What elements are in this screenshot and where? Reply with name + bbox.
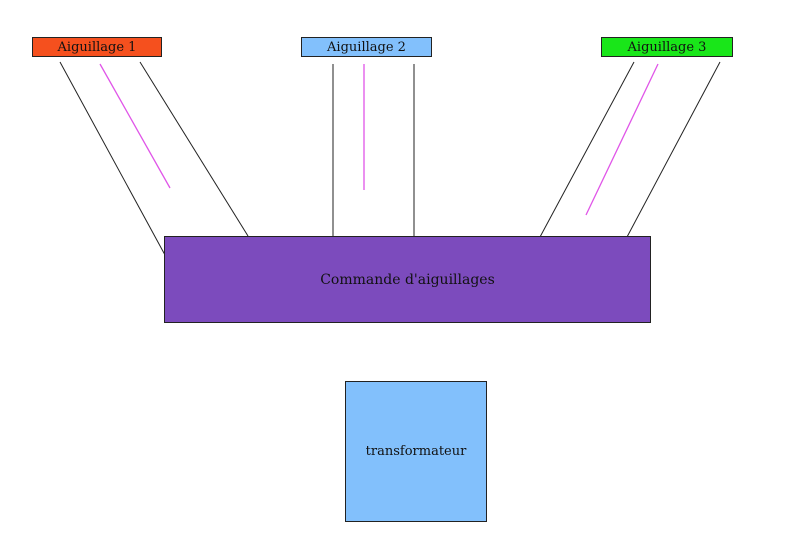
track-3-center-line [585, 63, 659, 216]
aiguillage-2-label: Aiguillage 2 [327, 39, 406, 55]
aiguillage-3-box: Aiguillage 3 [601, 37, 733, 57]
track-3-left-wire [539, 61, 635, 238]
aiguillage-2-box: Aiguillage 2 [301, 37, 432, 57]
commande-aiguillages-label: Commande d'aiguillages [320, 271, 495, 288]
track-aiguillage-2 [332, 64, 415, 237]
aiguillage-1-label: Aiguillage 1 [57, 39, 137, 55]
track-aiguillage-1 [59, 61, 249, 256]
aiguillage-1-box: Aiguillage 1 [32, 37, 162, 57]
track-3-right-wire [626, 61, 721, 238]
track-1-center-line [99, 63, 171, 189]
transformateur-label: transformateur [365, 444, 467, 459]
track-1-right-wire [139, 61, 249, 237]
commande-aiguillages-box: Commande d'aiguillages [164, 236, 651, 323]
track-1-left-wire [59, 61, 166, 256]
track-aiguillage-3 [539, 61, 721, 238]
transformateur-box: transformateur [345, 381, 487, 522]
aiguillage-3-label: Aiguillage 3 [627, 39, 707, 55]
